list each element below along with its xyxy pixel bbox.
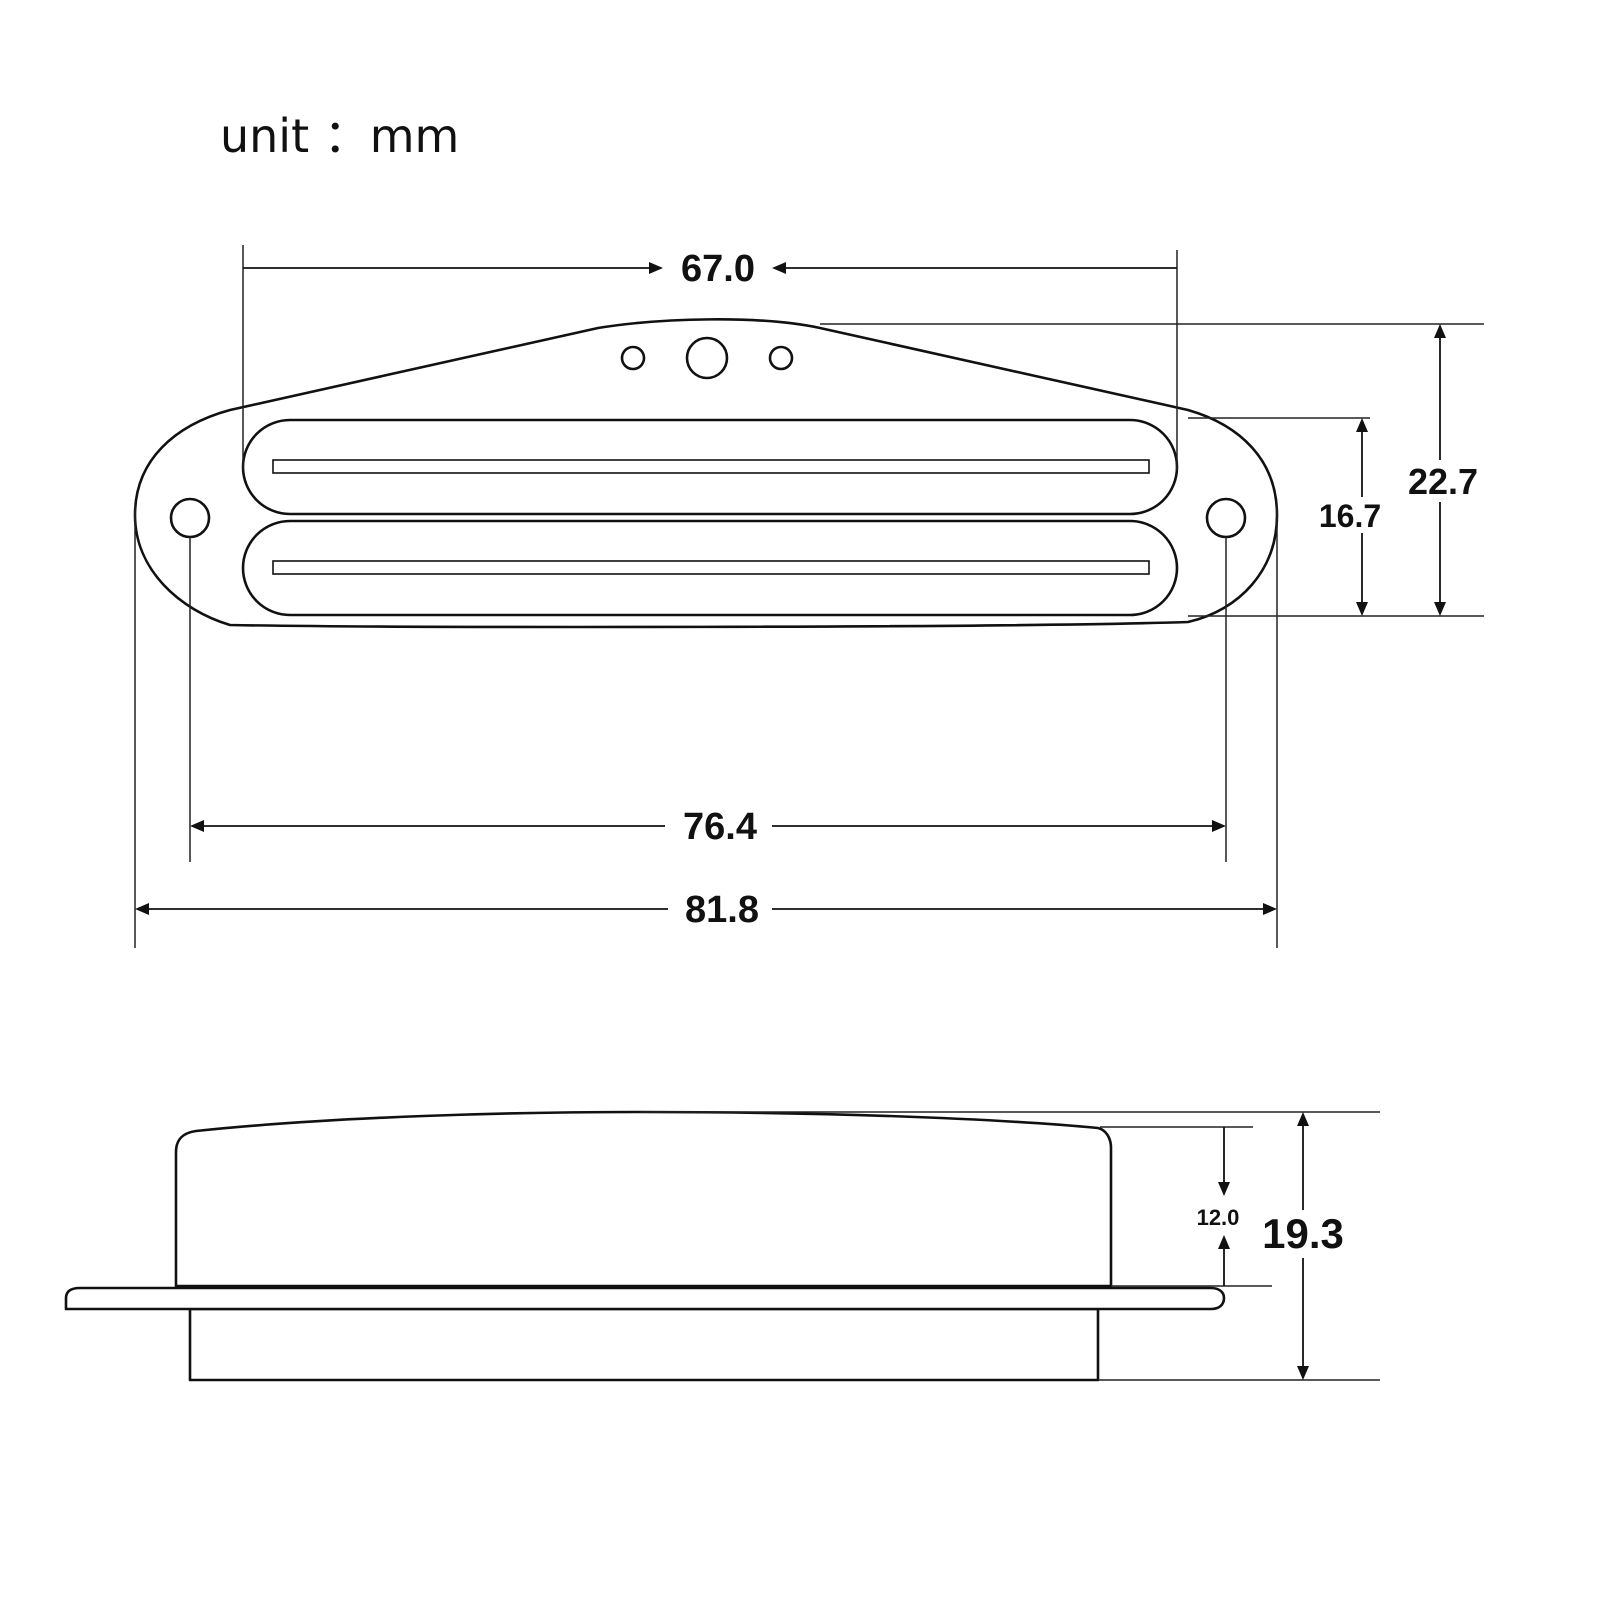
dim-cover-height-arrow-bottom — [1218, 1235, 1230, 1249]
upper-coil — [241, 418, 1179, 516]
dim-overall-length-arrow-left — [135, 903, 149, 915]
dim-coil-span-label: 67.0 — [681, 248, 755, 290]
dim-total-height-arrow-bottom — [1434, 602, 1446, 616]
side-bottom-body — [188, 1307, 1100, 1382]
dim-overall-length-label: 81.8 — [685, 889, 759, 931]
dim-coil-height-arrow-top — [1356, 418, 1368, 432]
top-small-hole-right — [768, 345, 794, 371]
dim-coil-span-arrow-left — [649, 262, 663, 274]
side-base-plate — [64, 1286, 1226, 1311]
mount-hole-left — [169, 497, 211, 539]
dim-hole-spacing-arrow-left — [190, 820, 204, 832]
side-cover — [174, 1110, 1113, 1288]
dim-cover-height-arrow-top — [1218, 1182, 1230, 1196]
dim-side-total-label: 19.3 — [1262, 1210, 1344, 1257]
top-center-hole — [685, 336, 729, 380]
dim-cover-height-label: 12.0 — [1197, 1205, 1240, 1230]
top-view: 67.0 22.7 16.7 76.4 81.8 — [133, 245, 1484, 948]
lower-coil — [241, 519, 1179, 617]
upper-coil-slot — [272, 459, 1150, 474]
lower-coil-slot — [272, 560, 1150, 575]
side-view: 12.0 19.3 — [64, 1110, 1380, 1382]
top-small-hole-left — [620, 345, 646, 371]
dim-total-height-label: 22.7 — [1408, 461, 1478, 502]
dim-coil-height-arrow-bottom — [1356, 602, 1368, 616]
dim-total-height-arrow-top — [1434, 324, 1446, 338]
dim-side-total-arrow-top — [1297, 1112, 1309, 1126]
dim-hole-spacing-label: 76.4 — [683, 806, 757, 848]
dim-coil-height-label: 16.7 — [1319, 498, 1381, 534]
dim-overall-length-arrow-right — [1263, 903, 1277, 915]
dim-coil-span-arrow-right — [772, 262, 786, 274]
mount-hole-right — [1205, 497, 1247, 539]
dim-side-total-arrow-bottom — [1297, 1366, 1309, 1380]
dim-hole-spacing-arrow-right — [1212, 820, 1226, 832]
unit-label: unit ：mm — [220, 109, 459, 163]
